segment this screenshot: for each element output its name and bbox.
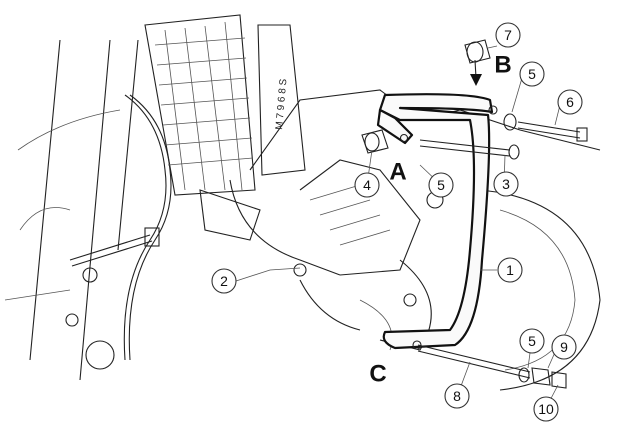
arrow-b	[470, 59, 482, 86]
bolt-lower	[417, 344, 567, 389]
svg-text:3: 3	[502, 176, 510, 192]
bolt-middle	[419, 139, 520, 160]
front-fork	[4, 39, 139, 381]
svg-text:2: 2	[220, 273, 228, 289]
svg-text:7: 7	[504, 27, 512, 43]
svg-text:5: 5	[437, 177, 445, 193]
label-b: B	[494, 52, 511, 79]
callout-5-upper: 5	[519, 61, 545, 87]
radiator: M 7 9 6 8 S	[144, 14, 306, 196]
svg-text:6: 6	[566, 94, 574, 110]
callout-1: 1	[497, 257, 523, 283]
callout-5-middle: 5	[428, 172, 454, 198]
svg-text:1: 1	[506, 262, 514, 278]
spacer-upper	[464, 39, 491, 64]
callout-10: 10	[533, 396, 559, 422]
callout-6: 6	[557, 89, 583, 115]
callout-4: 4	[354, 172, 380, 198]
label-a: A	[389, 159, 406, 186]
callout-8: 8	[444, 383, 470, 409]
engine-block	[199, 89, 601, 391]
svg-text:4: 4	[363, 177, 371, 193]
svg-text:5: 5	[528, 333, 536, 349]
svg-text:8: 8	[453, 388, 461, 404]
callout-5-lower: 5	[519, 328, 545, 354]
radiator-label: M 7 9 6 8 S	[274, 78, 289, 130]
svg-text:5: 5	[528, 66, 536, 82]
crash-bar	[376, 93, 498, 350]
brake-hose	[69, 94, 172, 361]
callout-2: 2	[211, 268, 237, 294]
bolt-upper	[503, 113, 588, 142]
label-c: C	[369, 361, 386, 388]
callout-3: 3	[493, 171, 519, 197]
svg-text:9: 9	[560, 339, 568, 355]
svg-text:10: 10	[538, 401, 554, 417]
callout-9: 9	[551, 334, 577, 360]
callout-7: 7	[495, 22, 521, 48]
spacer-a	[361, 129, 389, 154]
